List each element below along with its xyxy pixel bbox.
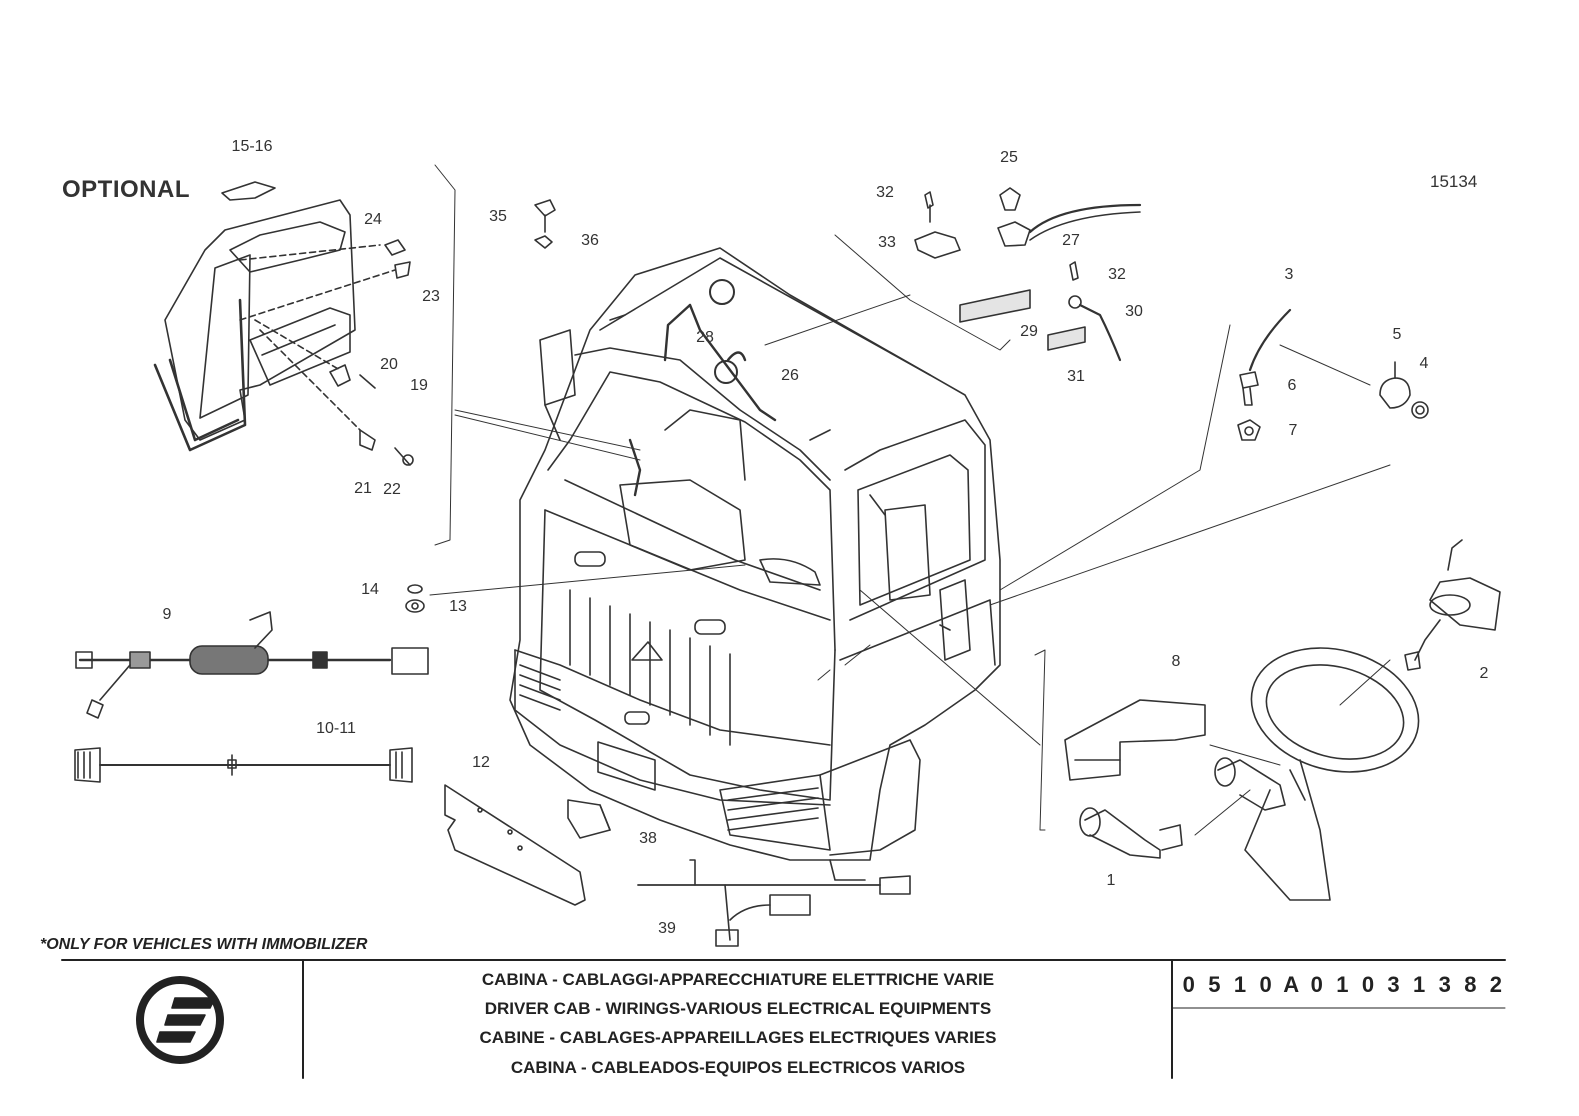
- code-char: 1: [1336, 972, 1349, 997]
- callout-7: 7: [1288, 422, 1298, 439]
- roof-wiring: [628, 279, 777, 497]
- code-char: 1: [1413, 972, 1426, 997]
- callout-33: 33: [878, 234, 896, 251]
- callout-19: 19: [410, 377, 428, 394]
- harness-39: [637, 859, 911, 947]
- callout-26: 26: [781, 367, 799, 384]
- callout-13: 13: [449, 598, 467, 615]
- callout-9: 9: [162, 606, 172, 623]
- callout-38: 38: [639, 830, 657, 847]
- code-char: 3: [1387, 972, 1400, 997]
- callout-23: 23: [422, 288, 440, 305]
- optional-door-panel: [153, 181, 414, 466]
- callout-24: 24: [364, 211, 382, 228]
- cable-and-clips-25-27-32-33: [914, 187, 1142, 362]
- callout-27: 27: [1062, 232, 1080, 249]
- harness-10-11: [74, 747, 413, 783]
- hose-clamps-4-5: [1379, 361, 1429, 419]
- reference-number: 15134: [1430, 172, 1478, 191]
- code-char: 1: [1233, 972, 1247, 997]
- callout-15-16: 15-16: [231, 138, 273, 155]
- optional-label: OPTIONAL: [62, 176, 190, 203]
- plate-12-and-module-38: [444, 784, 611, 906]
- callout-29: 29: [1020, 323, 1038, 340]
- callout-32-right: 32: [1108, 266, 1126, 283]
- callout-31: 31: [1067, 368, 1085, 385]
- callout-8: 8: [1171, 653, 1181, 670]
- callout-28: 28: [696, 329, 714, 346]
- code-char: 8: [1464, 972, 1477, 997]
- callout-14: 14: [361, 581, 379, 598]
- code-char: 2: [1489, 972, 1503, 997]
- callout-35: 35: [489, 208, 507, 225]
- callout-21: 21: [354, 480, 372, 497]
- callout-39: 39: [658, 920, 676, 937]
- drawing-code: 0 5 1 0 A 0 1 0 3 1 3 8 2: [1176, 972, 1509, 998]
- callout-22: 22: [383, 481, 401, 498]
- title-french: CABINE - CABLAGES-APPAREILLAGES ELECTRIQ…: [479, 1028, 997, 1047]
- code-char: A: [1283, 972, 1300, 997]
- bolt-and-nut-35-36: [534, 199, 556, 249]
- code-char: 0: [1182, 972, 1195, 997]
- harness-9: [75, 611, 429, 719]
- nut-washer-13-14: [405, 584, 425, 613]
- truck-cab: [509, 247, 1001, 881]
- code-char: 5: [1208, 972, 1221, 997]
- title-block-frame: [61, 959, 1506, 1079]
- callout-3: 3: [1284, 266, 1294, 283]
- callout-1: 1: [1106, 872, 1116, 889]
- callout-25: 25: [1000, 149, 1018, 166]
- title-english: DRIVER CAB - WIRINGS-VARIOUS ELECTRICAL …: [484, 999, 992, 1018]
- company-logo: [136, 976, 224, 1064]
- steering-assembly: [1064, 539, 1501, 901]
- title-italian: CABINA - CABLAGGI-APPARECCHIATURE ELETTR…: [481, 970, 995, 989]
- immobilizer-footnote: *ONLY FOR VEHICLES WITH IMMOBILIZER: [40, 936, 368, 953]
- callout-6: 6: [1287, 377, 1297, 394]
- code-char: 0: [1361, 972, 1375, 997]
- callout-5: 5: [1392, 326, 1402, 343]
- callout-32-top: 32: [876, 184, 894, 201]
- code-char: 3: [1438, 972, 1451, 997]
- callout-12: 12: [472, 754, 490, 771]
- sensor-3-6-7: [1237, 308, 1292, 441]
- labels-29-31: [959, 289, 1086, 351]
- code-char: 0: [1310, 972, 1323, 997]
- leader-lines: [429, 164, 1391, 836]
- callout-2: 2: [1479, 665, 1489, 682]
- callout-4: 4: [1419, 355, 1429, 372]
- callout-30: 30: [1125, 303, 1143, 320]
- callout-10-11: 10-11: [316, 720, 356, 737]
- callout-36: 36: [581, 232, 599, 249]
- callout-20: 20: [380, 356, 398, 373]
- title-spanish: CABINA - CABLEADOS-EQUIPOS ELECTRICOS VA…: [510, 1058, 966, 1077]
- code-char: 0: [1259, 972, 1272, 997]
